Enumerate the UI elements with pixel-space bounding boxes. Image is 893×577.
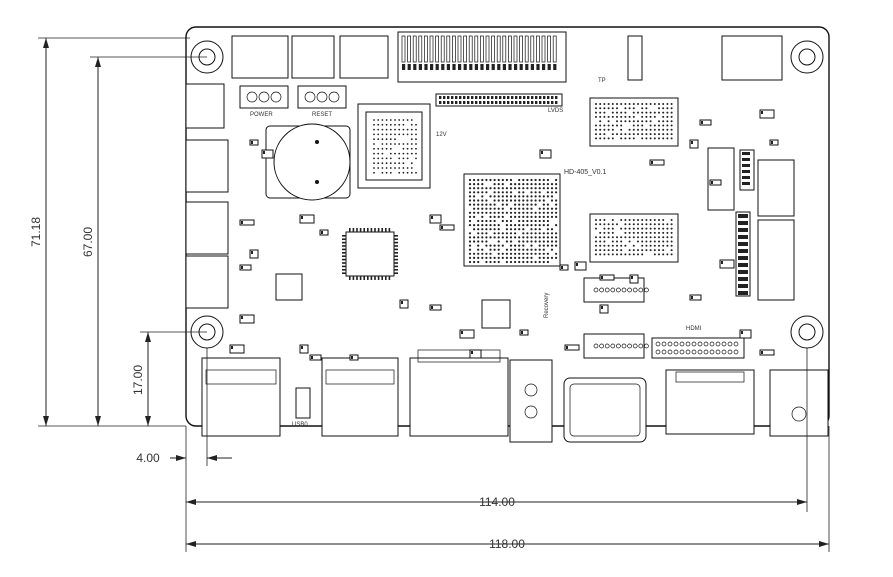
power-key-label: POWER: [250, 112, 273, 118]
usb0-label: USB0: [292, 422, 308, 428]
dim-total-height: 71.18: [29, 217, 43, 247]
dim-hole-offset-x: 4.00: [136, 451, 160, 465]
qfn-chip-left: [276, 274, 302, 300]
board-version-label: HD-405_V0.1: [564, 169, 607, 176]
coin-cell-battery: [266, 124, 350, 200]
emmc-chip: [358, 104, 430, 188]
lvds-label: LVDS: [548, 108, 563, 114]
tp-label: TP: [598, 78, 606, 84]
dim-hole-span-width: 114.00: [479, 495, 515, 509]
dc-power-jack: [770, 370, 828, 436]
usb-port-left: [202, 358, 280, 436]
dim-hole-span-height: 67.00: [81, 227, 95, 257]
dim-total-width: 118.00: [489, 537, 525, 551]
ram-chip-bottom: [590, 214, 678, 262]
mounting-hole-bottom-right: [791, 316, 823, 348]
power-12v-label: 12V: [436, 132, 447, 138]
reset-label: RESET: [312, 112, 332, 118]
recovery-label: Recovery: [544, 293, 550, 318]
audio-jack: [510, 360, 552, 442]
sd-card-slot: [410, 350, 508, 436]
qfn-chip-center: [482, 300, 510, 328]
qfp-chip: [342, 228, 398, 280]
usb-port-right: [322, 358, 398, 436]
mounting-hole-top-right: [791, 41, 823, 73]
hdmi-label: HDMI: [686, 326, 702, 332]
ram-chip-top: [590, 98, 678, 146]
rj45-port: [564, 378, 646, 442]
main-soc: [464, 174, 560, 266]
dim-hole-offset-y: 17.00: [131, 365, 145, 395]
